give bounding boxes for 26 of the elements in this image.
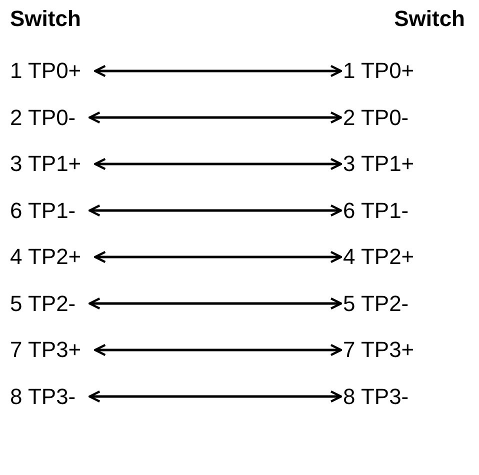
pin-label: 4 TP2+ <box>343 244 414 270</box>
pin-label: 3 TP1+ <box>10 151 82 177</box>
pin-label: 5 TP2- <box>343 290 409 316</box>
double-arrow <box>94 158 342 170</box>
double-arrow <box>94 64 342 78</box>
double-arrow <box>88 204 342 217</box>
column-heading: Switch <box>10 6 81 32</box>
pin-label: 5 TP2- <box>10 290 76 316</box>
pin-label: 1 TP0+ <box>343 58 414 84</box>
pin-label: 2 TP0- <box>343 104 409 130</box>
pin-label: 7 TP3+ <box>343 337 414 363</box>
pin-label: 8 TP3- <box>10 384 76 410</box>
pin-label: 1 TP0+ <box>10 58 82 84</box>
pin-label: 7 TP3+ <box>10 337 82 363</box>
double-arrow <box>88 390 342 403</box>
column-heading: Switch <box>394 6 465 32</box>
double-arrow <box>94 344 342 356</box>
pin-label: 6 TP1- <box>10 198 76 224</box>
pin-label: 8 TP3- <box>343 384 409 410</box>
pin-label: 3 TP1+ <box>343 151 414 177</box>
double-arrow <box>94 250 342 264</box>
double-arrow <box>88 297 342 310</box>
pin-label: 4 TP2+ <box>10 244 82 270</box>
pin-label: 6 TP1- <box>343 198 409 224</box>
pin-label: 2 TP0- <box>10 104 76 130</box>
double-arrow <box>88 111 342 124</box>
